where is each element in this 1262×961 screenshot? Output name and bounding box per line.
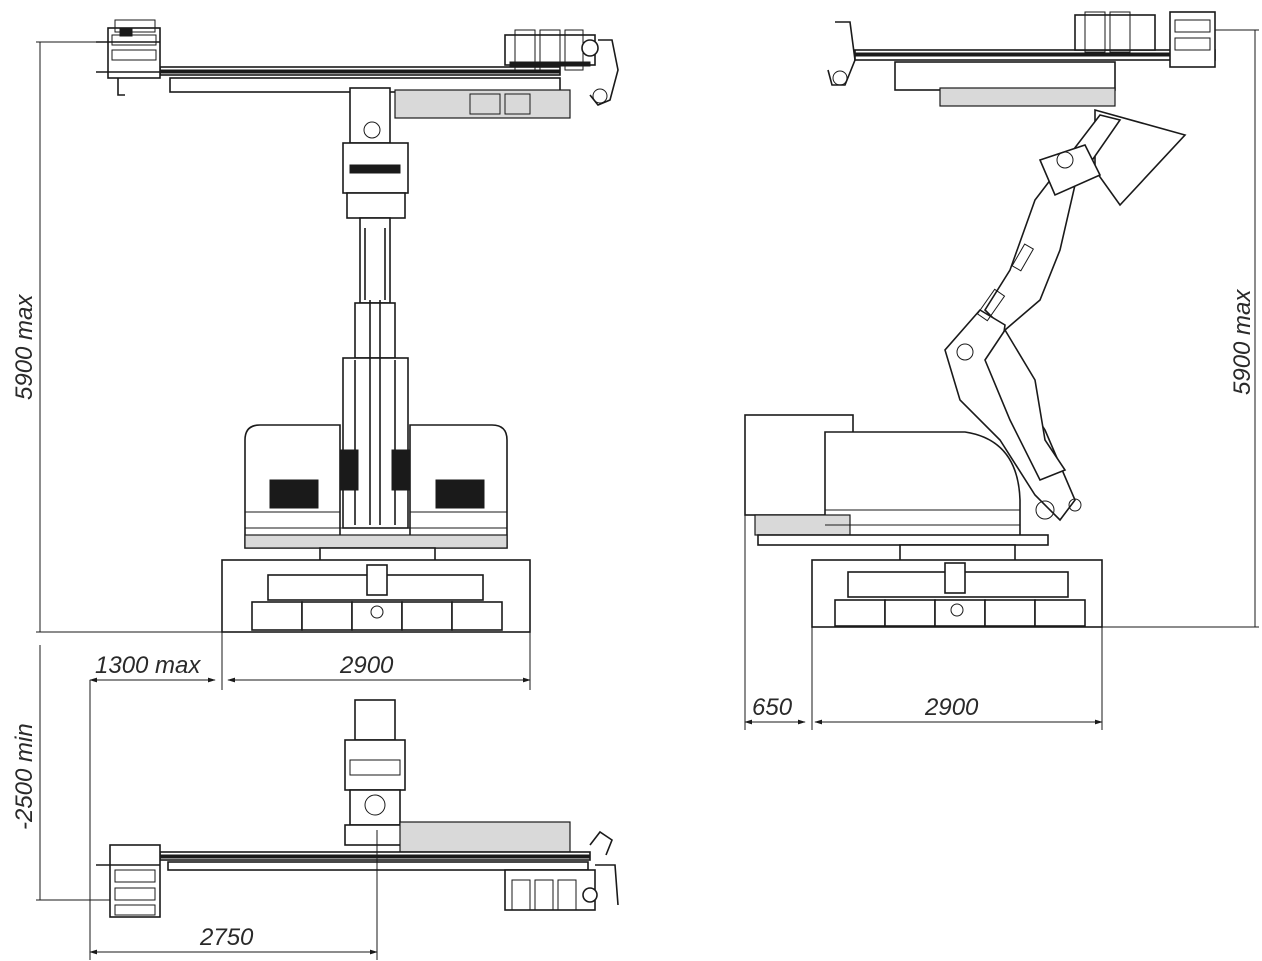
dimension-lines bbox=[36, 29, 1259, 960]
front-drill-head-left bbox=[96, 19, 161, 96]
bottom-drill-head-right bbox=[504, 830, 619, 911]
side-drill-head bbox=[1074, 11, 1216, 68]
bottom-drill-head-left bbox=[96, 844, 161, 918]
side-cab bbox=[744, 414, 1049, 546]
front-cab bbox=[244, 424, 508, 549]
side-height-label: 5900 max bbox=[1229, 289, 1256, 395]
bottom-view bbox=[96, 699, 619, 918]
side-view bbox=[744, 11, 1216, 628]
front-height-label: 5900 max bbox=[11, 294, 38, 400]
side-boom-arm bbox=[944, 108, 1187, 522]
front-vertical-boom bbox=[339, 87, 411, 529]
bottom-reach-label: 2750 bbox=[199, 924, 254, 951]
front-view bbox=[96, 19, 619, 633]
front-top-boom bbox=[159, 66, 571, 119]
bottom-depth-label: -2500 min bbox=[11, 723, 38, 830]
side-offset-label: 650 bbox=[752, 694, 793, 721]
dimension-labels: 5900 max 1300 max 2900 -2500 min 2750 59… bbox=[11, 289, 1256, 951]
front-base-width-label: 2900 bbox=[339, 652, 394, 679]
front-base bbox=[221, 547, 531, 633]
front-reach-label: 1300 max bbox=[95, 652, 201, 679]
side-top-boom bbox=[827, 21, 1216, 107]
side-base-width-label: 2900 bbox=[924, 694, 979, 721]
bottom-boom-beam bbox=[159, 821, 591, 871]
front-drill-head-right bbox=[504, 29, 619, 106]
side-base bbox=[811, 544, 1103, 628]
bottom-boom-column bbox=[344, 699, 406, 846]
